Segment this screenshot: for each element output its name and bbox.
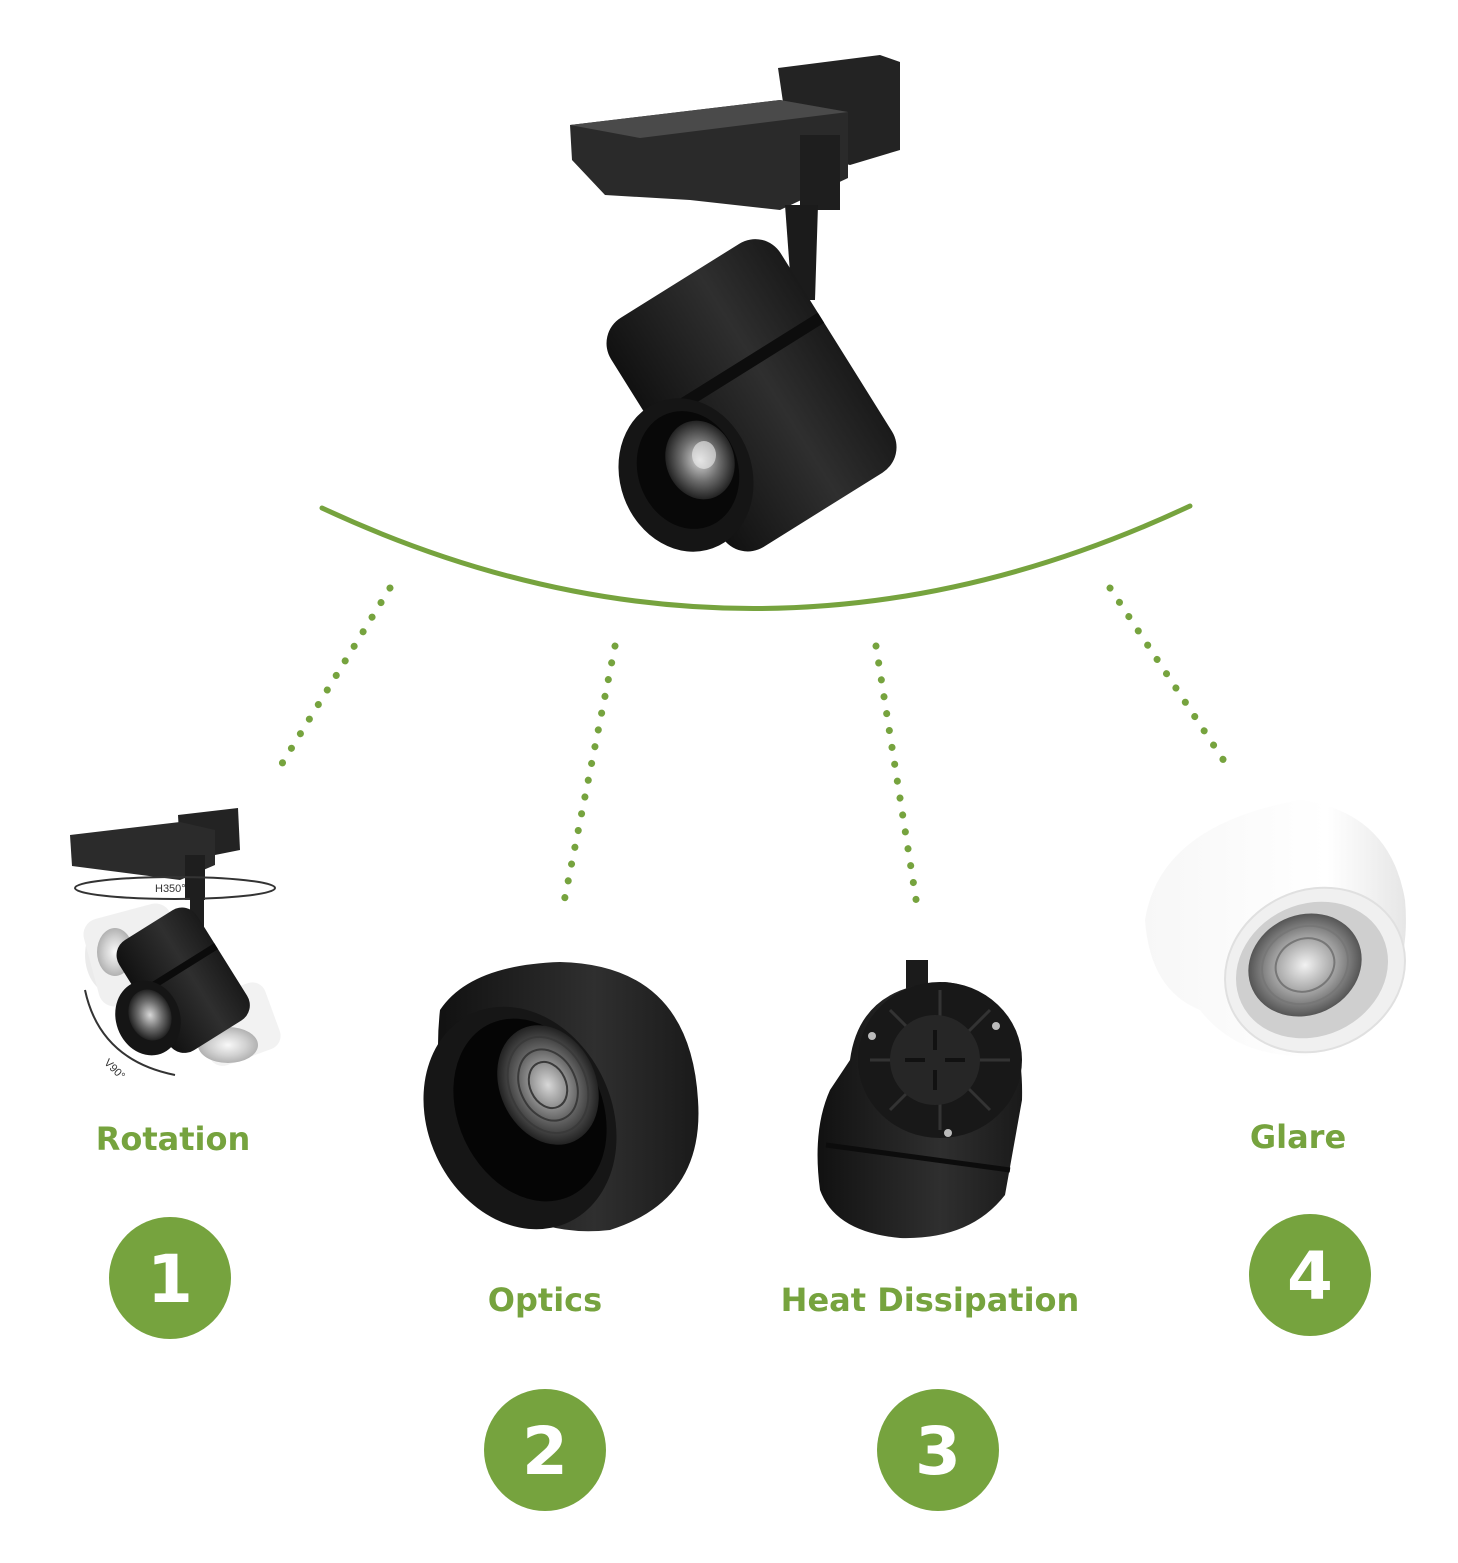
- label-rotation: Rotation: [96, 1120, 251, 1158]
- spotlight-cylinder: [606, 239, 897, 552]
- heat-dissipation-illustration: [817, 960, 1023, 1239]
- badge-1-number: 1: [147, 1241, 193, 1318]
- rotation-illustration: H350° V90°: [70, 808, 281, 1082]
- badge-3: [877, 1389, 999, 1511]
- connector-rotation: [271, 584, 394, 779]
- connector-heat-dissipation: [872, 642, 922, 916]
- badge-1: [109, 1217, 231, 1339]
- connector-glare: [1106, 584, 1234, 774]
- rotation-v-label: V90°: [102, 1057, 127, 1082]
- label-optics: Optics: [488, 1281, 602, 1319]
- label-heat-dissipation: Heat Dissipation: [781, 1281, 1080, 1319]
- vertical-rotation-arc: [84, 989, 176, 1076]
- badge-4: [1249, 1214, 1371, 1336]
- connector-optics: [558, 642, 619, 916]
- badge-2: [484, 1389, 606, 1511]
- horizontal-rotation-ring: [74, 876, 276, 900]
- grouping-arc: [319, 503, 1193, 611]
- heat-sink-cap: [890, 1015, 980, 1105]
- rotation-h-label: H350°: [155, 883, 186, 895]
- optics-illustration: [423, 962, 699, 1232]
- label-glare: Glare: [1250, 1118, 1346, 1156]
- badge-3-number: 3: [915, 1413, 961, 1490]
- main-track-spotlight: [570, 55, 900, 552]
- glare-illustration: [1145, 800, 1406, 1056]
- badge-2-number: 2: [522, 1413, 568, 1490]
- badge-4-number: 4: [1287, 1238, 1333, 1315]
